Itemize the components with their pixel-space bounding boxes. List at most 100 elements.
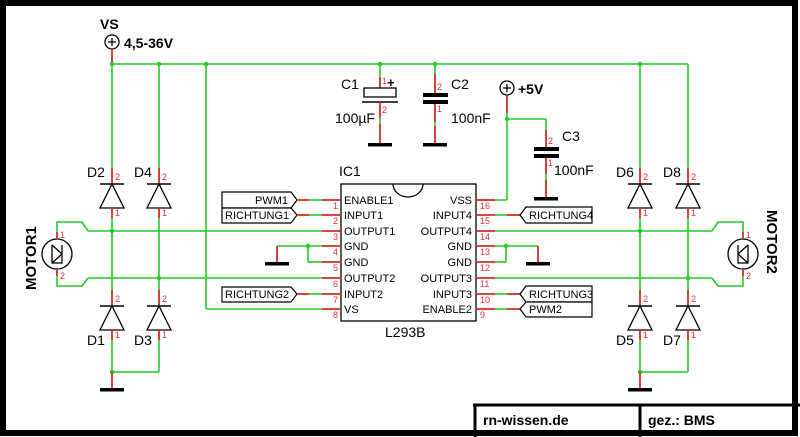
diode-ref: D8 [663,164,681,180]
diode-ref: D5 [616,332,634,348]
net-pwm1: PWM1 [221,191,322,209]
diode-pin-anode: 2 [691,294,696,304]
capacitor-c2: 2 1 C2 100nF [423,64,491,147]
diode-symbol-icon [626,182,654,209]
ic-pin-name: OUTPUT1 [344,226,395,238]
ic1-notch [392,183,424,198]
ic-pin-number: 7 [333,295,338,305]
diode-d6: 2 1 D6 [616,164,654,218]
diode-symbol-icon [98,182,126,209]
motor1-pin1: 1 [60,230,65,240]
ic-pin-name: GND [448,257,473,269]
diode-pin-anode: 2 [643,172,648,182]
diode-pin-cathode: 1 [115,208,120,218]
diode-ref: D2 [87,164,105,180]
net-richtung2: RICHTUNG2 [221,286,322,303]
motor2-pin1: 1 [746,230,751,240]
diode-symbol-icon [145,182,173,209]
diode-symbol-icon [674,304,702,331]
bottom-gnd-right [628,340,689,392]
net-label-richtung2: RICHTUNG2 [225,289,289,301]
diode-pin-cathode: 1 [691,330,696,340]
ic-pin-number: 1 [333,201,338,211]
ic-pin-name: INPUT1 [344,210,383,222]
ic-pin-number: 16 [480,201,490,211]
c3-pin-bottom: 1 [548,158,553,168]
ic-pin-name: GND [344,257,369,269]
net-pwm2: PWM2 [495,301,593,318]
net-label-richtung1: RICHTUNG1 [225,210,289,222]
gnd-left-ic [265,243,322,266]
ic-pin-name: INPUT2 [344,289,383,301]
diode-symbol-icon [626,304,654,331]
diode-ref: D1 [87,332,105,348]
c3-ref: C3 [562,128,580,144]
diode-ref: D4 [134,164,152,180]
diode-pin-cathode: 1 [643,208,648,218]
motor1: 1 2 MOTOR1 [23,221,89,290]
motor1-ref: MOTOR1 [23,226,40,290]
c1-value: 100µF [335,110,375,126]
ic1-body [340,183,477,322]
net-label-richtung4: RICHTUNG4 [529,210,593,222]
diode-pin-anode: 2 [643,294,648,304]
vs-rail [109,61,689,310]
diode-ref: D6 [616,164,634,180]
net-richtung4: RICHTUNG4 [495,206,593,224]
ic-pin-number: 10 [480,295,490,305]
motor2-ref: MOTOR2 [763,210,780,274]
bottom-gnd-left [100,340,160,392]
diode-pin-cathode: 1 [115,330,120,340]
ic-pin-name: VSS [450,195,472,207]
c1-ref: C1 [341,76,359,92]
capacitor-c1: C1 + 1 2 100µF [335,64,398,147]
v5-label: +5V [518,81,544,97]
diode-pin-cathode: 1 [643,330,648,340]
motor1-pin2: 2 [60,271,65,281]
diode-d8: 2 1 D8 [663,164,702,218]
ic-pin-number: 13 [480,247,490,257]
c2-value: 100nF [451,110,491,126]
vs-voltage: 4,5-36V [124,35,174,51]
output-nets-left [88,228,322,281]
ic-pin-number: 14 [480,232,490,242]
c2-pin-bottom: 1 [437,104,442,114]
gnd-right-ic [495,243,550,266]
diode-pin-cathode: 1 [162,208,167,218]
ic-pin-name: ENABLE1 [344,195,394,207]
diode-ref: D3 [134,332,152,348]
diode-pin-anode: 2 [691,172,696,182]
diode-d5: 2 1 D5 [616,290,654,348]
diode-ref: D7 [663,332,681,348]
ic-pin-number: 15 [480,216,490,226]
vs-power-symbol: VS 4,5-36V [100,16,174,64]
c1-pin-top: 1 [382,76,387,86]
net-label-pwm1: PWM1 [255,195,288,207]
net-label-pwm2: PWM2 [529,304,562,316]
ic-pin-name: GND [448,241,473,253]
net-richtung1: RICHTUNG1 [221,207,322,224]
ic-pin-number: 4 [333,247,338,257]
capacitor-c3: 2 1 C3 100nF [534,128,594,201]
motor2-symbol-icon [727,238,759,270]
ic-pin-number: 2 [333,216,338,226]
ic-pin-number: 5 [333,263,338,273]
ic-pin-name: OUTPUT2 [344,273,395,285]
c2-pin-top: 2 [437,82,442,92]
ic-pin-number: 6 [333,279,338,289]
diode-pin-anode: 2 [162,294,167,304]
ic-pin-name: OUTPUT3 [421,273,472,285]
diode-d7: 2 1 D7 [663,290,702,348]
motor2-pin2: 2 [746,271,751,281]
diode-pin-cathode: 1 [691,208,696,218]
diode-pin-anode: 2 [115,172,120,182]
diode-d2: 2 1 D2 [87,164,126,218]
diode-symbol-icon [145,304,173,331]
ic-pin-name: OUTPUT4 [421,226,472,238]
